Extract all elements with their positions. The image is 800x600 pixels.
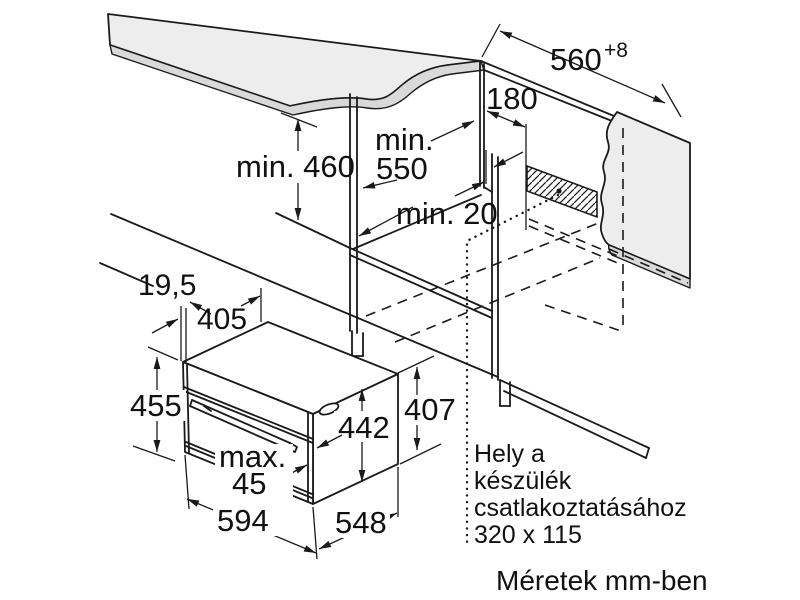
dim-top-inset: 19,5: [138, 269, 196, 362]
dim-front-height-label: 455: [130, 388, 182, 423]
dim-niche-width-label: 560: [550, 42, 602, 77]
connection-note-line-3: csatlakoztatásához: [474, 494, 687, 522]
dim-body-depth: 548: [318, 467, 399, 550]
dim-top-depth: 405: [189, 288, 262, 336]
dim-front-height: 455: [126, 346, 186, 462]
dim-rear-gap: min. 20: [396, 151, 524, 231]
niche-floor: [275, 186, 493, 319]
right-post: [485, 150, 511, 407]
dim-top-depth-label: 405: [197, 303, 247, 336]
dim-connection-offset-label: 180: [486, 81, 538, 116]
dim-rear-gap-label: min. 20: [396, 196, 498, 231]
dim-niche-width-tolerance: +8: [604, 39, 628, 62]
connection-note-line-2: készülék: [474, 467, 572, 495]
dim-top-inset-label: 19,5: [138, 269, 196, 302]
worktop: [107, 13, 615, 122]
dim-niche-height: min. 460: [230, 112, 355, 220]
plinth: [499, 379, 650, 459]
connection-point-dot: [556, 188, 562, 194]
dim-niche-width: 560 +8: [481, 23, 682, 118]
connection-note: Hely a készülék csatlakoztatásához 320 x…: [474, 440, 687, 549]
left-stile: [349, 93, 364, 357]
dim-body-height-label: 442: [338, 410, 390, 445]
dim-front-width: 594: [184, 454, 318, 560]
dim-niche-depth-label-1: min.: [375, 122, 434, 157]
dim-door-clearance-label-1: max.: [219, 439, 286, 474]
hidden-edges: [365, 128, 689, 343]
dim-rear-height: 407: [397, 355, 456, 465]
dim-niche-height-label: min. 460: [236, 149, 355, 184]
base-front-edge: [110, 213, 499, 378]
connection-leader-dotted: [465, 193, 560, 548]
dim-rear-height-label: 407: [404, 392, 456, 427]
niche-cabinet: [99, 61, 650, 459]
oven-side-vent: [318, 402, 340, 416]
dim-body-depth-label: 548: [335, 505, 387, 540]
dim-body-height: 442: [334, 389, 392, 482]
connection-note-line-1: Hely a: [474, 440, 545, 468]
connection-note-line-4: 320 x 115: [474, 521, 582, 549]
dim-front-width-label: 594: [217, 503, 269, 538]
dim-door-clearance-label-2: 45: [232, 466, 266, 501]
dim-niche-depth: min. 550: [358, 120, 475, 237]
units-note: Méretek mm-ben: [496, 565, 708, 596]
dim-door-clearance: max. 45: [215, 434, 343, 501]
oven-control-panel: [183, 386, 314, 444]
dim-niche-depth-label-2: 550: [376, 151, 428, 186]
base-front-edge-left: [99, 262, 154, 287]
dim-connection-offset: 180: [486, 81, 538, 230]
connection-cutout: [526, 164, 598, 219]
